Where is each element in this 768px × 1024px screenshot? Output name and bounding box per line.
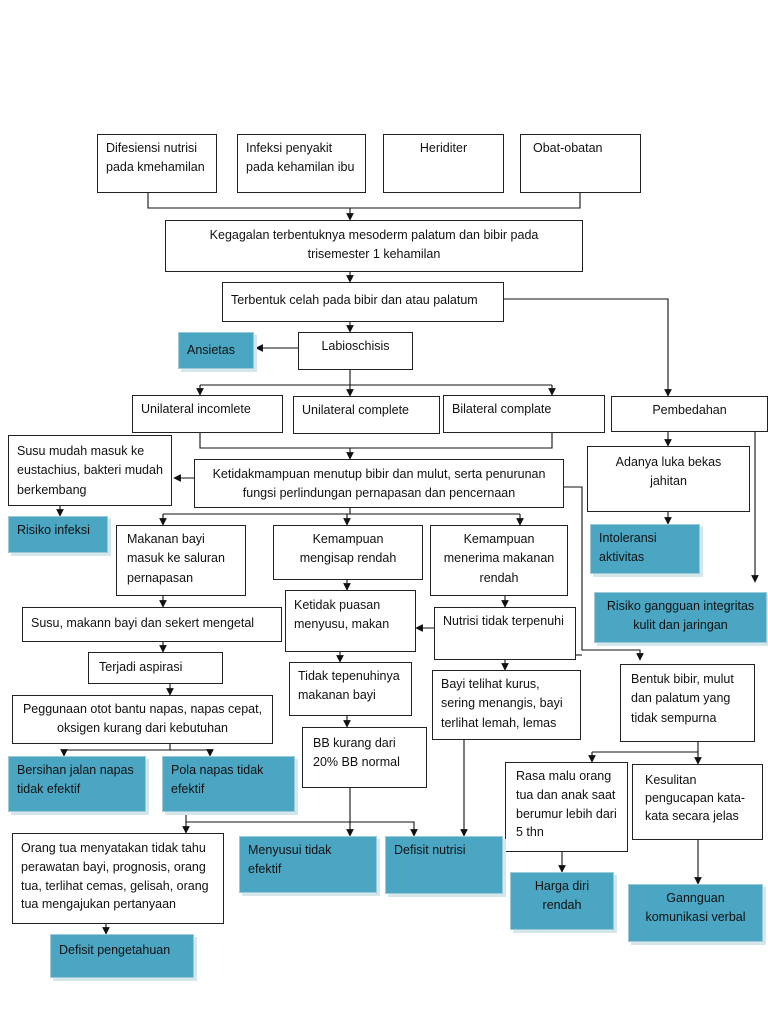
diagnosis-intoleransi-aktivitas: Intoleransi aktivitas	[590, 524, 700, 574]
node-celah-bibir: Terbentuk celah pada bibir dan atau pala…	[222, 282, 504, 322]
node-herediter: Heriditer	[383, 134, 504, 193]
diagnosis-menyusui-tidak-efektif: Menyusui tidak efektif	[239, 836, 377, 893]
diagnosis-defisit-pengetahuan: Defisit pengetahuan	[50, 934, 194, 978]
node-susu-sekret: Susu, makann bayi dan sekert mengetal	[22, 607, 282, 642]
node-labioschisis: Labioschisis	[298, 332, 413, 370]
node-otot-bantu-napas: Peggunaan otot bantu napas, napas cepat,…	[12, 695, 273, 744]
node-infeksi-penyakit: Infeksi penyakit pada kehamilan ibu	[237, 134, 366, 193]
connector-mid-defisit	[186, 821, 418, 837]
node-difisiensi-nutrisi: Difesiensi nutrisi pada kmehamilan	[97, 134, 217, 193]
node-ketidakmampuan: Ketidakmampuan menutup bibir dan mulut, …	[194, 459, 564, 508]
diagnosis-bersihan-jalan-napas: Bersihan jalan napas tidak efektif	[8, 756, 146, 812]
connector-pembedahan-kulit	[751, 417, 768, 583]
node-luka-jahitan: Adanya luka bekas jahitan	[587, 446, 750, 512]
diagnosis-pola-napas: Pola napas tidak efektif	[162, 756, 295, 812]
node-bilateral-complete: Bilateral complate	[443, 395, 605, 433]
diagnosis-gangguan-komunikasi-verbal: Gannguan komunikasi verbal	[628, 884, 763, 942]
diagnosis-risiko-infeksi: Risiko infeksi	[8, 516, 108, 553]
node-unilateral-incomplete: Unilateral incomlete	[132, 395, 283, 433]
node-kemampuan-mengisap: Kemampuan mengisap rendah	[273, 525, 423, 580]
node-kegagalan-mesoderm: Kegagalan terbentuknya mesoderm palatum …	[165, 220, 583, 272]
node-bb-kurang: BB kurang dari 20% BB normal	[302, 727, 427, 788]
node-aspirasi: Terjadi aspirasi	[88, 652, 223, 684]
node-kemampuan-menerima: Kemampuan menerima makanan rendah	[430, 525, 568, 596]
node-ketidakpuasan: Ketidak puasan menyusu, makan	[285, 590, 416, 652]
diagnosis-ansietas: Ansietas	[178, 332, 254, 369]
node-rasa-malu: Rasa malu orang tua dan anak saat berumu…	[505, 762, 628, 852]
connector-causes-bracket	[147, 193, 581, 209]
diagnosis-defisit-nutrisi: Defisit nutrisi	[385, 836, 503, 894]
node-obat-obatan: Obat-obatan	[520, 134, 641, 193]
node-kesulitan-pengucapan: Kesulitan pengucapan kata-kata secara je…	[632, 764, 763, 840]
diagnosis-risiko-integritas-kulit: Risiko gangguan integritas kulit dan jar…	[594, 592, 767, 643]
node-tidak-tepenuhi: Tidak tepenuhinya makanan bayi	[289, 662, 412, 716]
node-orang-tua-tidak-tahu: Orang tua menyatakan tidak tahu perawata…	[12, 833, 224, 924]
node-pembedahan: Pembedahan	[611, 396, 768, 432]
node-nutrisi-tidak-terpenuhi: Nutrisi tidak terpenuhi	[434, 607, 576, 660]
node-bayi-kurus: Bayi telihat kurus, sering menangis, bay…	[432, 670, 581, 740]
diagnosis-harga-diri-rendah: Harga diri rendah	[510, 872, 614, 930]
connector-types-bottom	[199, 433, 553, 449]
connector-celah-pembedahan	[504, 298, 672, 397]
connector-ketidak-bentuk	[564, 486, 644, 661]
node-makanan-saluran: Makanan bayi masuk ke saluran pernapasan	[116, 525, 246, 596]
node-unilateral-complete: Unilateral complete	[293, 396, 440, 434]
node-susu-eustachius: Susu mudah masuk ke eustachius, bakteri …	[8, 435, 172, 506]
node-bentuk-tidak-sempurna: Bentuk bibir, mulut dan palatum yang tid…	[620, 664, 755, 742]
